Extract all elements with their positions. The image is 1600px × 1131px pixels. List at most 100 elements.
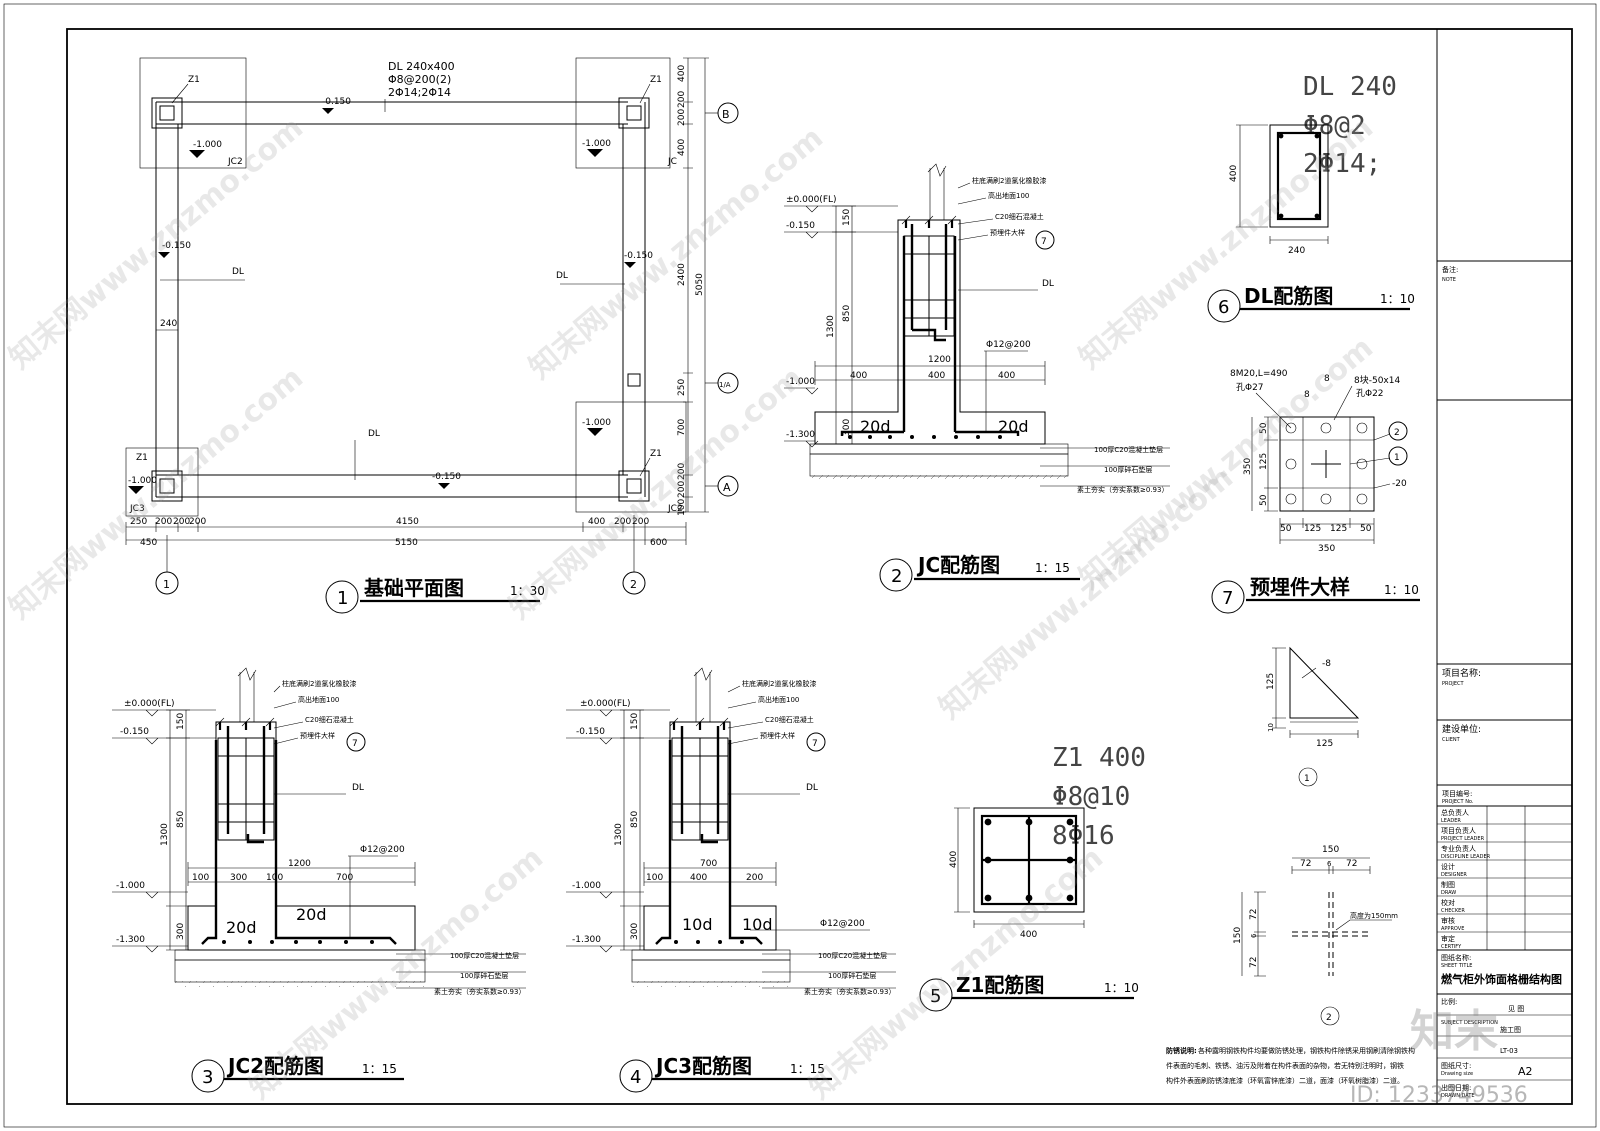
dim: 850 bbox=[630, 811, 640, 828]
footing-jc2-bottom-right bbox=[575, 401, 687, 513]
title-scale: 1：10 bbox=[1104, 981, 1139, 995]
note-embed: 预埋件大样 bbox=[990, 228, 1025, 237]
stiffener-triangle bbox=[1289, 646, 1360, 719]
label-z1: Z1 bbox=[650, 75, 662, 85]
dim: 400 bbox=[690, 873, 707, 883]
label-z1: Z1 bbox=[188, 75, 200, 85]
layer-soil: 素土夯实（夯实系数≥0.93） bbox=[804, 987, 895, 996]
dim: 400 bbox=[928, 371, 945, 381]
hole-spec: 孔Φ22 bbox=[1356, 388, 1384, 399]
jc3-section: 10d 10d ±0.000(FL) -0.150 -1.000 -1.300 … bbox=[566, 667, 896, 1093]
dim: 200 bbox=[677, 481, 687, 498]
title-text: 基础平面图 bbox=[364, 576, 464, 600]
beam-spec-line2: Φ8@200(2) bbox=[388, 73, 451, 86]
axis-1a: 1/A bbox=[719, 381, 731, 389]
title-number: 2 bbox=[891, 566, 902, 587]
note-height: 高出地面100 bbox=[758, 695, 799, 704]
note-height: 高出地面100 bbox=[988, 191, 1029, 200]
tb-date: 出图日期: bbox=[1441, 1083, 1471, 1092]
z1-spec-1: Z1 400 bbox=[1052, 743, 1146, 773]
axis-bubbles: B 1/A A 1 2 bbox=[155, 102, 739, 595]
dim: 4150 bbox=[396, 517, 419, 527]
label-jc: JC bbox=[667, 157, 677, 167]
dim: 150 bbox=[630, 713, 640, 730]
label-z1: Z1 bbox=[136, 453, 148, 463]
beam-outline bbox=[1269, 124, 1329, 228]
dim: 72 bbox=[1300, 859, 1311, 869]
notes-line-1: 各种露明钢铁构件均要做防锈处理，钢铁构件除锈采用钢刷清除钢铁构 bbox=[1198, 1046, 1415, 1055]
bolt-holes bbox=[1285, 422, 1368, 505]
beam-spec-line1: DL 240x400 bbox=[388, 60, 455, 73]
anchor-length: 20d bbox=[226, 918, 257, 937]
plan-title: 1 基础平面图 1：30 bbox=[325, 576, 545, 614]
note-paint: 柱底满刷2道氯化橡胶漆 bbox=[742, 679, 816, 688]
tb-projno: 项目编号: bbox=[1442, 789, 1472, 798]
level-1000: -1.000 bbox=[193, 140, 222, 150]
rebar-label: Φ12@200 bbox=[986, 340, 1031, 350]
label-dl: DL bbox=[806, 783, 818, 793]
tb-role: 专业负责人 bbox=[1441, 844, 1476, 853]
dim: 6 bbox=[1327, 860, 1332, 868]
tb-projno-en: PROJECT No. bbox=[1442, 799, 1474, 805]
level-0150: -0.150 bbox=[322, 97, 351, 107]
level-1000: -1.000 bbox=[116, 881, 145, 891]
notes-line-2: 件表面的毛刺、铁锈、油污及附着在构件表面的杂物，若无特别注明时，钢铁 bbox=[1166, 1061, 1404, 1070]
dim: 50 bbox=[1360, 524, 1372, 534]
tb-drawno: LT-03 bbox=[1500, 1047, 1518, 1055]
tb-sheet-en: SHEET TITLE bbox=[1441, 963, 1472, 969]
level-fl: ±0.000(FL) bbox=[124, 699, 175, 709]
anti-rust-notes: 防锈说明: 各种露明钢铁构件均要做防锈处理，钢铁构件除锈采用钢刷清除钢铁构 件表… bbox=[1166, 1046, 1415, 1085]
beam-dl-horizontal bbox=[156, 101, 628, 498]
dim: 100 bbox=[192, 873, 209, 883]
hole-spec: 孔Φ27 bbox=[1236, 382, 1264, 393]
title-scale: 1：10 bbox=[1380, 292, 1415, 306]
rebar-dots bbox=[222, 940, 374, 944]
z1-spec-2: Φ8@10 bbox=[1052, 782, 1130, 812]
dim: 700 bbox=[677, 419, 687, 436]
watermark-text: 知末网www.znzmo.com bbox=[503, 360, 810, 626]
ref-2: 2 bbox=[1394, 428, 1400, 438]
level-0150: -0.150 bbox=[432, 472, 461, 482]
layer-soil: 素土夯实（夯实系数≥0.93） bbox=[434, 987, 525, 996]
notes-line-3: 构件外表面刷防锈漆底漆（环氧富锌底漆）二道，面漆（环氧树脂漆）二道。 bbox=[1166, 1076, 1404, 1085]
title-scale: 1：15 bbox=[362, 1062, 397, 1076]
dim: 125 bbox=[1330, 524, 1347, 534]
dl-spec-2: Φ8@2 bbox=[1303, 111, 1366, 141]
dim: 6 bbox=[1250, 933, 1258, 938]
column-bars bbox=[984, 818, 1074, 902]
title-number: 3 bbox=[202, 1067, 213, 1088]
footing-jc3-bottom-left bbox=[125, 447, 199, 517]
dim: 300 bbox=[630, 923, 640, 940]
tb-role-en: CERTIFY bbox=[1441, 944, 1462, 950]
tb-size-en: Drawing size bbox=[1441, 1071, 1473, 1077]
dim: 100 bbox=[646, 873, 663, 883]
dim: 150 bbox=[1322, 845, 1339, 855]
tb-role-en: DISCIPLINE LEADER bbox=[1441, 854, 1491, 860]
plan-bottom-dimensions: 250 200 200 200 4150 400 200 200 450 515… bbox=[125, 517, 687, 548]
tb-role: 审定 bbox=[1441, 934, 1455, 943]
weld-mark: 8 bbox=[1304, 390, 1310, 400]
title-scale: 1：10 bbox=[1384, 583, 1419, 597]
dim: 1300 bbox=[160, 823, 170, 846]
jc2-section: 20d 20d ±0.000(FL) -0.150 -1.000 -1.300 … bbox=[112, 667, 526, 1093]
tb-ratio: 比例: bbox=[1441, 997, 1457, 1006]
z1-section: Z1 400 Φ8@10 8Φ16 400 400 5 Z1配筋图 1：10 bbox=[919, 743, 1146, 1012]
gravel-bed bbox=[631, 959, 791, 983]
level-1000: -1.000 bbox=[582, 139, 611, 149]
tb-role: 设计 bbox=[1441, 862, 1455, 871]
anchor-length: 10d bbox=[682, 915, 713, 934]
weld-mark: 8 bbox=[1324, 374, 1330, 384]
dim: 5050 bbox=[695, 273, 705, 296]
tb-role: 制图 bbox=[1441, 880, 1455, 889]
note-paint: 柱底满刷2道氯化橡胶漆 bbox=[972, 176, 1046, 185]
note-embed: 预埋件大样 bbox=[300, 731, 335, 740]
tb-note-en: NOTE bbox=[1442, 277, 1456, 283]
dim: 400 bbox=[850, 371, 867, 381]
dim: 240 bbox=[1288, 246, 1305, 256]
label-dl: DL bbox=[1042, 279, 1054, 289]
dim: 200 bbox=[173, 517, 190, 527]
dim: 125 bbox=[1304, 524, 1321, 534]
note-concrete: C20细石混凝土 bbox=[765, 715, 814, 724]
dl-spec-3: 2Φ14; bbox=[1303, 149, 1381, 179]
ref-7: 7 bbox=[352, 739, 358, 749]
